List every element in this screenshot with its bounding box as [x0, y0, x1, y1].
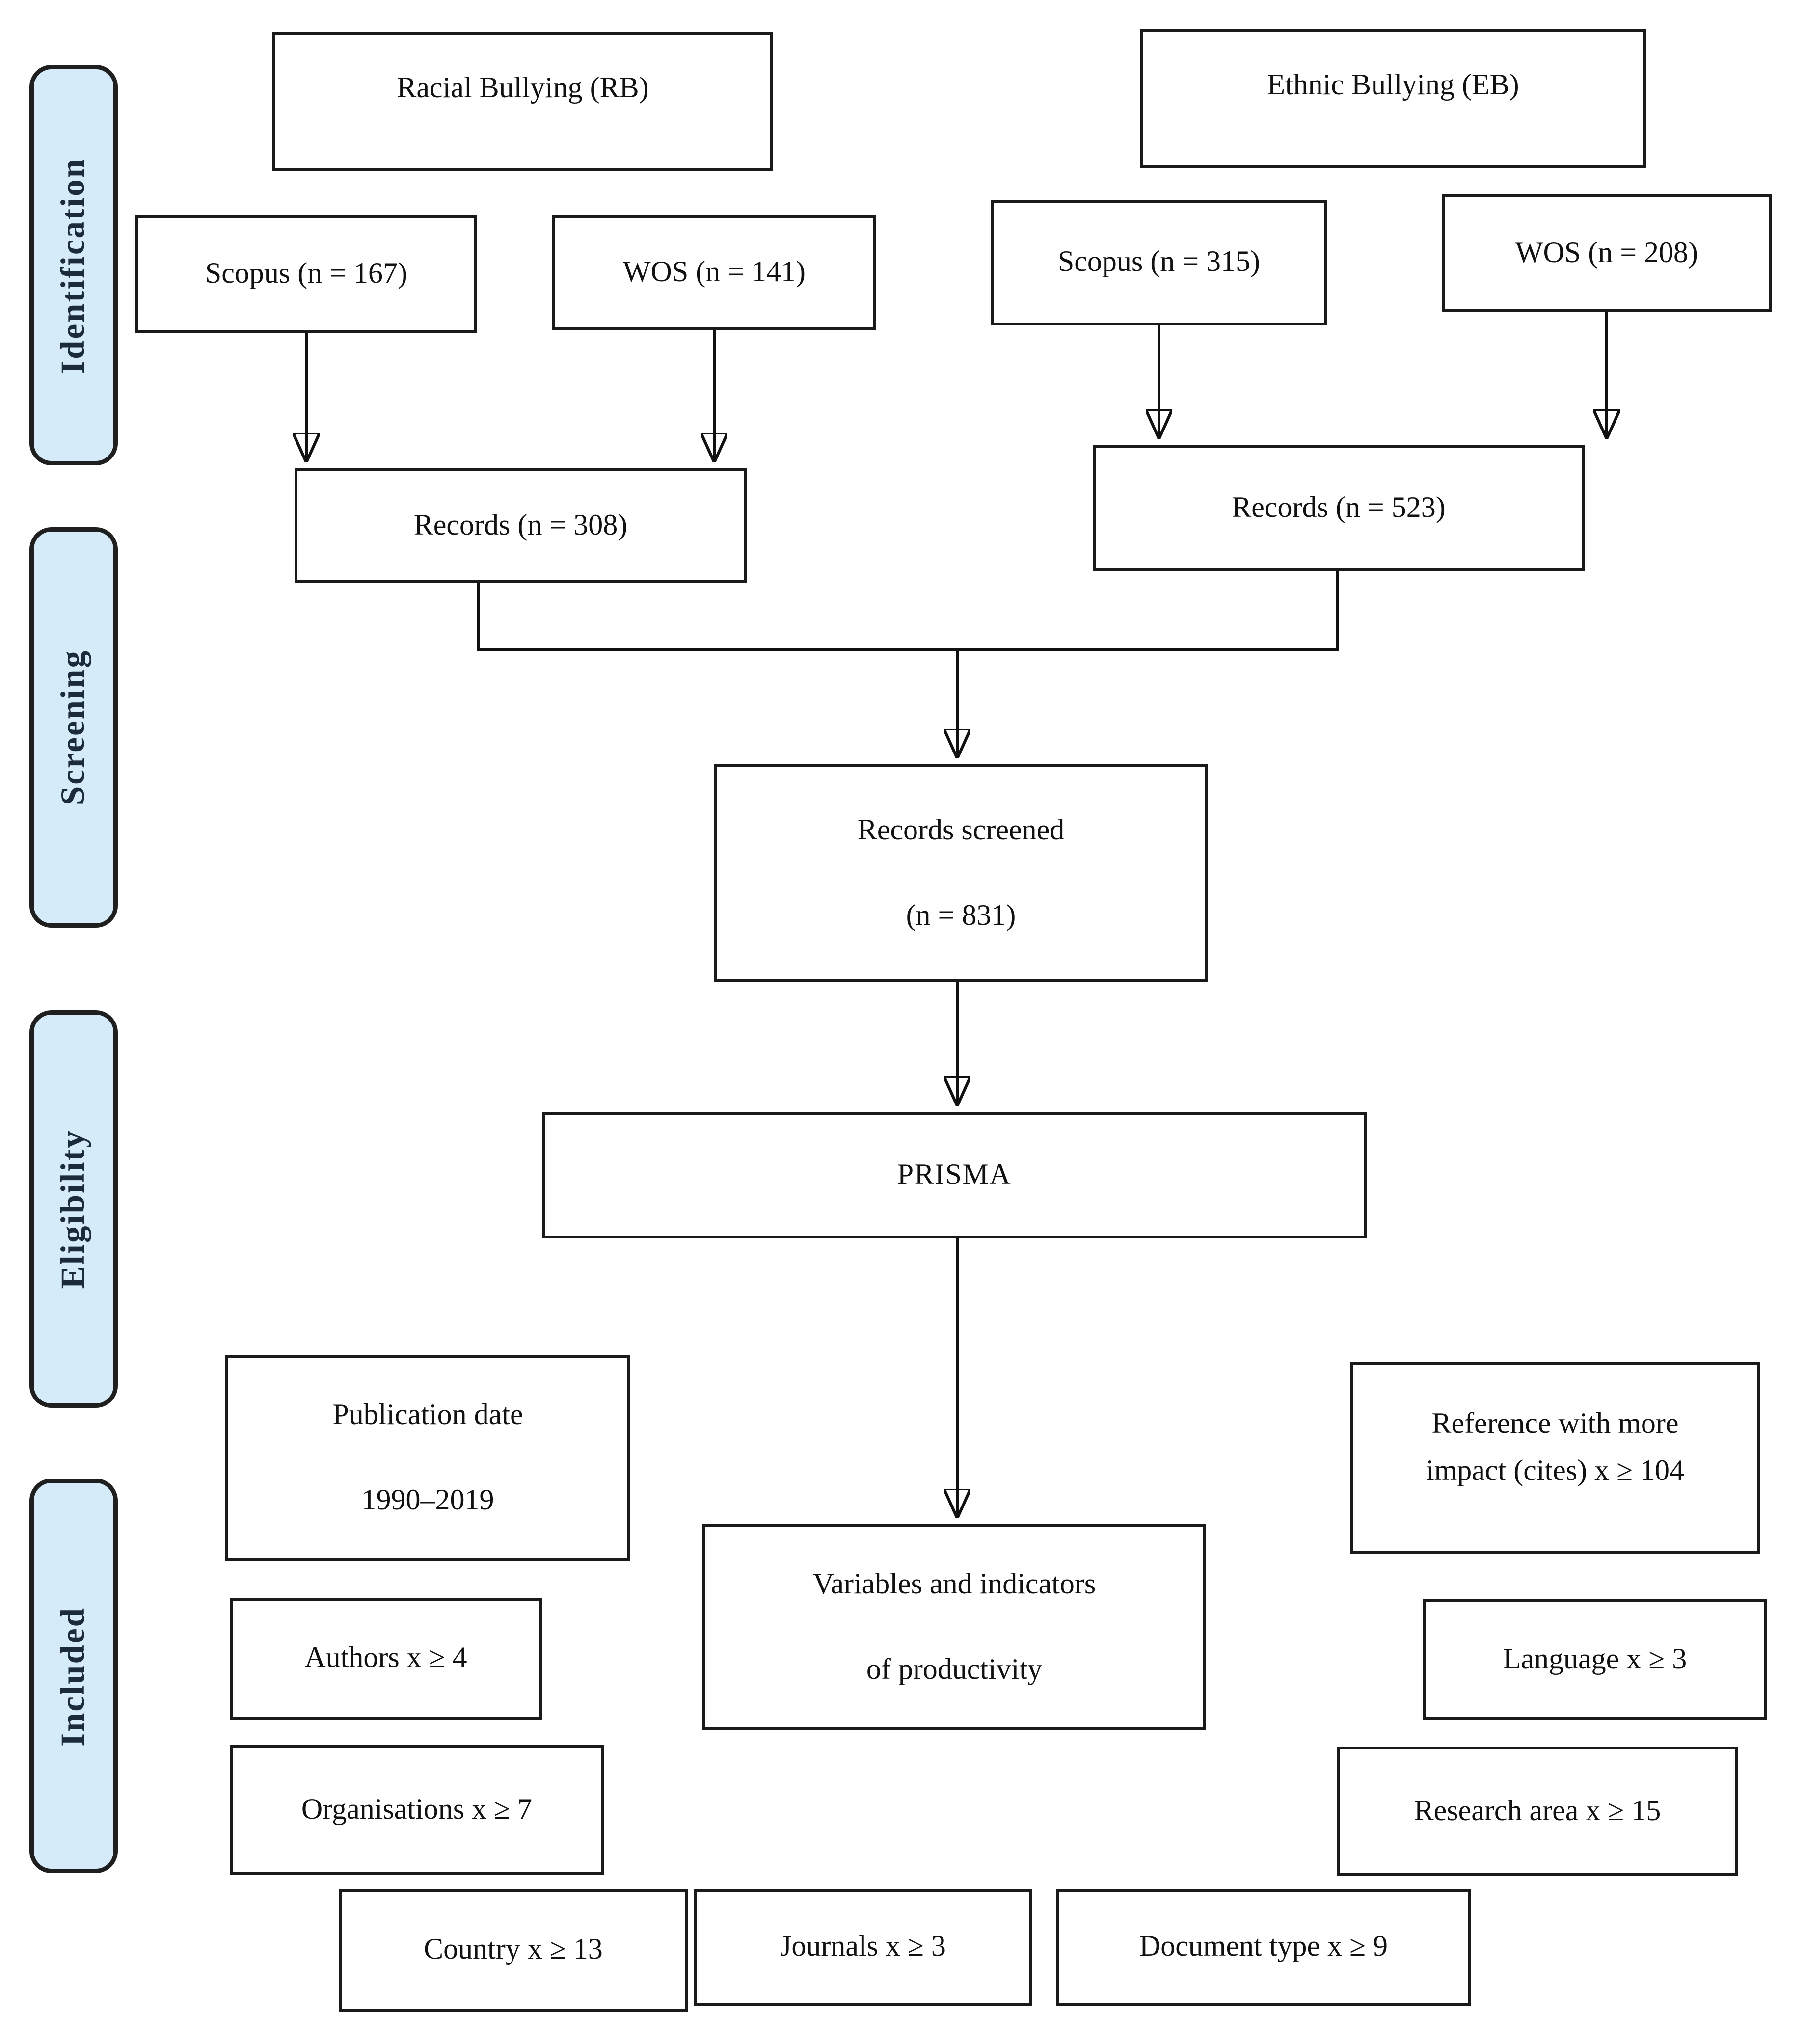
node-eb-wos-label: WOS (n = 208)	[1515, 236, 1698, 269]
stage-screening-label: Screening	[54, 649, 91, 806]
node-records-screened-line2: (n = 831)	[906, 900, 1016, 932]
node-prisma: PRISMA	[542, 1112, 1367, 1238]
node-journals-label: Journals x ≥ 3	[780, 1931, 946, 1963]
node-rb-scopus-label: Scopus (n = 167)	[205, 257, 408, 290]
node-rb-wos: WOS (n = 141)	[552, 215, 876, 330]
node-rb-wos-label: WOS (n = 141)	[622, 255, 806, 288]
node-country-label: Country x ≥ 13	[424, 1934, 603, 1966]
stage-identification-label: Identification	[54, 157, 91, 374]
node-country: Country x ≥ 13	[339, 1889, 688, 2012]
stage-eligibility: Eligibility	[29, 1010, 118, 1408]
node-authors-label: Authors x ≥ 4	[304, 1642, 467, 1674]
node-publication-date-line1: Publication date	[332, 1399, 523, 1431]
node-rb-scopus: Scopus (n = 167)	[135, 215, 477, 333]
node-organisations-label: Organisations x ≥ 7	[301, 1793, 533, 1826]
node-racial-bullying: Racial Bullying (RB)	[272, 32, 773, 171]
node-language: Language x ≥ 3	[1423, 1599, 1767, 1720]
node-eb-scopus-label: Scopus (n = 315)	[1057, 246, 1261, 278]
node-racial-bullying-label: Racial Bullying (RB)	[397, 71, 649, 104]
node-publication-date: Publication date 1990–2019	[225, 1355, 630, 1561]
node-variables-line2: of productivity	[866, 1654, 1043, 1686]
node-reference-impact-line1: Reference with more	[1431, 1408, 1679, 1440]
node-document-type: Document type x ≥ 9	[1056, 1889, 1471, 2006]
node-authors: Authors x ≥ 4	[230, 1598, 542, 1720]
stage-eligibility-label: Eligibility	[54, 1129, 91, 1289]
node-publication-date-line2: 1990–2019	[361, 1484, 494, 1517]
node-rb-records-label: Records (n = 308)	[413, 509, 628, 541]
node-ethnic-bullying-label: Ethnic Bullying (EB)	[1267, 68, 1519, 101]
node-eb-records: Records (n = 523)	[1093, 445, 1585, 571]
node-variables-line1: Variables and indicators	[812, 1568, 1096, 1601]
node-records-screened: Records screened (n = 831)	[714, 764, 1208, 982]
node-eb-records-label: Records (n = 523)	[1232, 491, 1446, 524]
node-organisations: Organisations x ≥ 7	[230, 1745, 604, 1875]
node-research-area: Research area x ≥ 15	[1337, 1747, 1738, 1876]
node-variables: Variables and indicators of productivity	[702, 1524, 1206, 1730]
stage-screening: Screening	[29, 527, 118, 928]
node-rb-records: Records (n = 308)	[295, 468, 747, 583]
stage-included-label: Included	[54, 1606, 91, 1746]
node-eb-wos: WOS (n = 208)	[1442, 194, 1772, 312]
node-eb-scopus: Scopus (n = 315)	[991, 200, 1327, 325]
node-ethnic-bullying: Ethnic Bullying (EB)	[1140, 29, 1646, 168]
node-records-screened-line1: Records screened	[857, 814, 1065, 847]
node-document-type-label: Document type x ≥ 9	[1139, 1931, 1388, 1963]
stage-included: Included	[29, 1479, 118, 1873]
node-prisma-label: PRISMA	[897, 1158, 1012, 1191]
stage-identification: Identification	[29, 65, 118, 465]
elbow-merge-connector	[477, 571, 1339, 651]
node-reference-impact-line2: impact (cites) x ≥ 104	[1426, 1455, 1685, 1487]
node-research-area-label: Research area x ≥ 15	[1414, 1794, 1661, 1827]
node-journals: Journals x ≥ 3	[694, 1889, 1032, 2006]
node-language-label: Language x ≥ 3	[1503, 1642, 1687, 1675]
node-reference-impact: Reference with more impact (cites) x ≥ 1…	[1350, 1362, 1760, 1554]
